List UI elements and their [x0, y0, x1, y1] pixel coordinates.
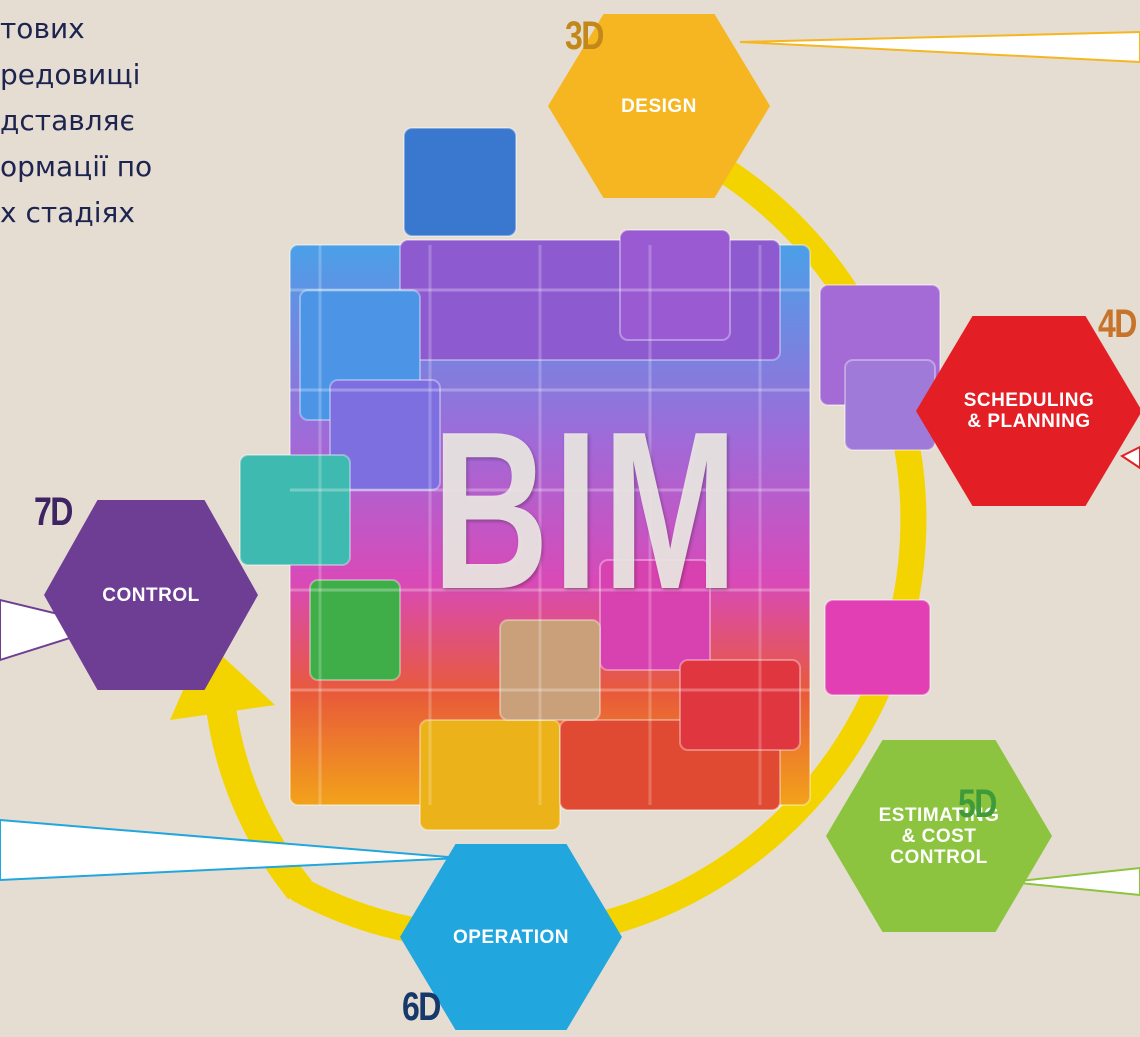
callout-pointer — [1009, 866, 1140, 897]
body-text-line: редовищі — [0, 58, 141, 91]
cube-block — [599, 559, 711, 671]
ring-arrow-shaft — [205, 698, 312, 900]
body-text-line: х стадіях — [0, 196, 135, 229]
body-text-line: дставляє — [0, 104, 135, 137]
stage-6d-label: 6D — [402, 985, 441, 1029]
stage-7d-label: 7D — [34, 490, 73, 534]
callout-pointer — [1120, 445, 1140, 470]
stage-6d-operation: OPERATION — [400, 844, 622, 1030]
stage-5d-label: 5D — [958, 782, 997, 826]
cube-block — [824, 599, 931, 696]
cube-block — [403, 127, 517, 237]
body-text: тових редовищі дставляє ормації по х ста… — [0, 6, 300, 236]
cube-block — [309, 579, 401, 681]
cube-block — [679, 659, 801, 751]
bim-label: BIM — [432, 384, 742, 636]
stage-4d-label: 4D — [1098, 302, 1137, 346]
callout-pointer — [0, 598, 112, 662]
cube-block — [619, 229, 731, 341]
body-text-line: ормації по — [0, 150, 153, 183]
stage-7d-control: CONTROL — [44, 500, 258, 690]
cube-block — [499, 619, 601, 721]
body-text-line: тових — [0, 12, 85, 45]
stage-5d-estimating: ESTIMATING & COST CONTROL — [826, 740, 1052, 932]
bim-cube — [239, 127, 941, 831]
stage-3d-label: 3D — [565, 14, 604, 58]
callout-pointers — [0, 30, 1140, 897]
callout-pointer — [0, 818, 461, 882]
cube-block — [239, 454, 351, 566]
callout-pointer — [739, 30, 1140, 64]
cube-block — [329, 379, 441, 491]
stage-3d-design: DESIGN — [548, 14, 770, 198]
